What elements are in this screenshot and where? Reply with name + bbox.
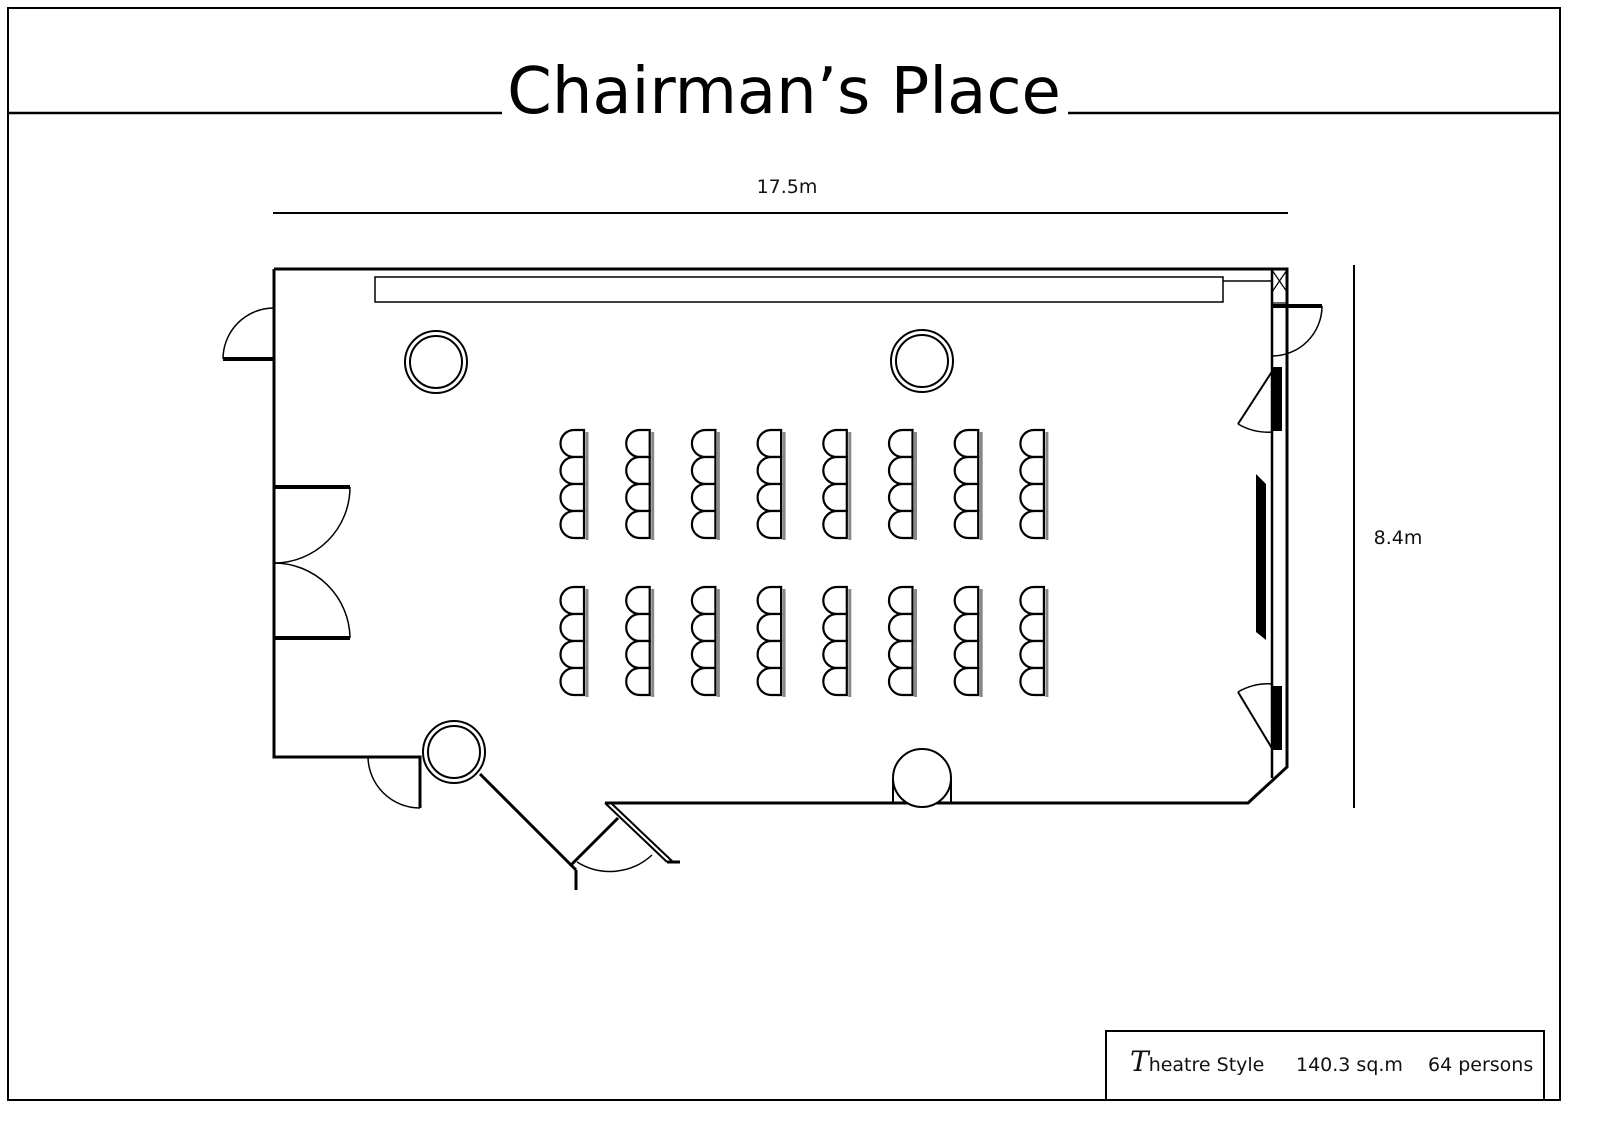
- chair: [887, 455, 917, 486]
- chair: [822, 428, 852, 459]
- chair: [690, 428, 720, 459]
- column-2: [890, 329, 954, 393]
- chair: [822, 612, 852, 643]
- column-1: [404, 330, 468, 394]
- chair: [559, 639, 589, 670]
- window-door-right-2: [1237, 683, 1282, 751]
- depth-label: 8.4m: [1374, 527, 1423, 549]
- chair: [756, 428, 786, 459]
- chair: [559, 612, 589, 643]
- chair: [953, 482, 983, 513]
- width-label: 17.5m: [757, 176, 818, 198]
- chair: [887, 585, 917, 616]
- chair: [1019, 455, 1049, 486]
- legend-style: heatre Style: [1149, 1054, 1265, 1076]
- columns: [404, 329, 954, 808]
- chair: [822, 455, 852, 486]
- window-door-right-1: [1237, 367, 1282, 433]
- column-4: [892, 748, 952, 808]
- chair: [559, 585, 589, 616]
- double-door-left: [273, 485, 351, 640]
- doors: [222, 304, 1323, 873]
- screen-bar: [1256, 474, 1266, 640]
- chair: [690, 639, 720, 670]
- chair: [1019, 639, 1049, 670]
- chair: [625, 482, 655, 513]
- chair: [1019, 666, 1049, 697]
- svg-text:Theatre Style: Theatre Style: [1130, 1045, 1264, 1078]
- chair: [625, 666, 655, 697]
- chair: [559, 428, 589, 459]
- chair: [1019, 585, 1049, 616]
- chair: [559, 509, 589, 540]
- chair: [887, 509, 917, 540]
- chair: [625, 585, 655, 616]
- chair: [953, 455, 983, 486]
- chair: [690, 455, 720, 486]
- room-walls: [272, 267, 1289, 890]
- chair: [1019, 482, 1049, 513]
- chair: [625, 455, 655, 486]
- column-3: [422, 720, 486, 784]
- chair: [887, 639, 917, 670]
- page-title: Chairman’s Place: [507, 55, 1061, 129]
- door-bottom-left: [367, 756, 421, 809]
- chair: [756, 612, 786, 643]
- chair: [756, 509, 786, 540]
- legend-style-initial: T: [1130, 1045, 1151, 1078]
- chair: [756, 639, 786, 670]
- chair: [625, 509, 655, 540]
- chair: [887, 482, 917, 513]
- chair: [1019, 428, 1049, 459]
- chair: [1019, 612, 1049, 643]
- chair: [953, 428, 983, 459]
- chair: [953, 639, 983, 670]
- chair: [559, 482, 589, 513]
- chair: [625, 428, 655, 459]
- chair: [822, 666, 852, 697]
- legend-box: Theatre Style 140.3 sq.m 64 persons: [1105, 1030, 1545, 1101]
- chair: [690, 612, 720, 643]
- chair: [690, 509, 720, 540]
- chair: [690, 666, 720, 697]
- chair: [822, 482, 852, 513]
- chair: [756, 482, 786, 513]
- chair: [625, 639, 655, 670]
- door-left-top: [222, 307, 275, 361]
- chair: [822, 585, 852, 616]
- chair: [690, 585, 720, 616]
- chair: [953, 585, 983, 616]
- chair: [625, 612, 655, 643]
- chair: [756, 666, 786, 697]
- chair: [756, 585, 786, 616]
- chair: [690, 482, 720, 513]
- door-right-top: [1271, 304, 1323, 357]
- chair: [953, 509, 983, 540]
- chair: [887, 428, 917, 459]
- chair: [559, 455, 589, 486]
- page-frame: [7, 7, 1561, 1101]
- stage: [374, 276, 1272, 303]
- chair: [1019, 509, 1049, 540]
- legend-area: 140.3 sq.m: [1296, 1054, 1403, 1076]
- chair: [887, 612, 917, 643]
- door-bottom-angled: [576, 854, 653, 873]
- chair: [822, 639, 852, 670]
- riser-x-box: [1271, 268, 1288, 304]
- chair: [953, 612, 983, 643]
- chair-layout: [559, 428, 1049, 697]
- legend-capacity: 64 persons: [1428, 1054, 1533, 1076]
- chair: [822, 509, 852, 540]
- chair: [953, 666, 983, 697]
- chair: [559, 666, 589, 697]
- chair: [756, 455, 786, 486]
- chair: [887, 666, 917, 697]
